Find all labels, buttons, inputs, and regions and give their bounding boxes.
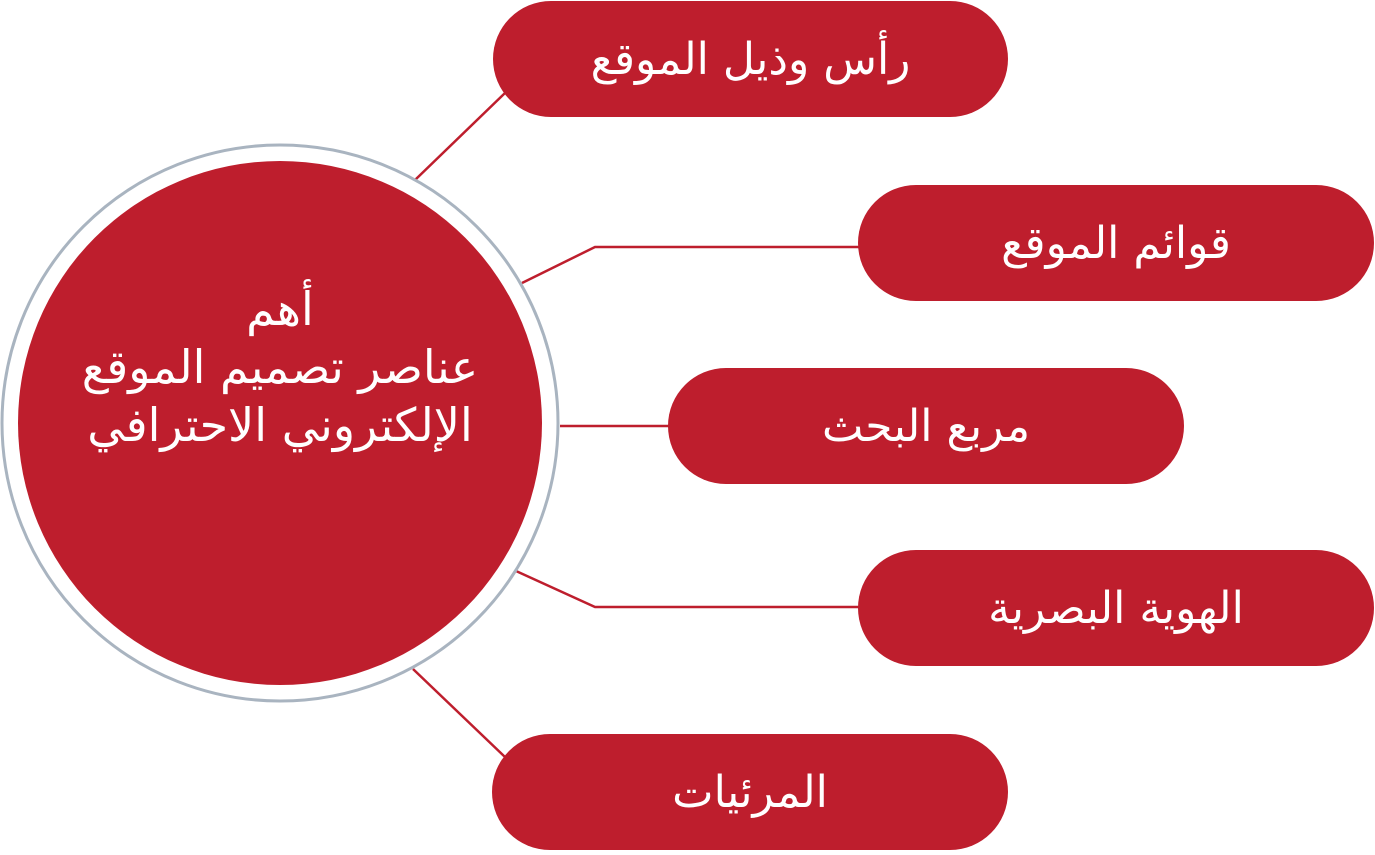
hub-title-line-2: عناصر تصميم الموقع xyxy=(81,340,479,394)
branch-visual-identity: الهوية البصرية xyxy=(858,550,1374,666)
branch-site-menus: قوائم الموقع xyxy=(858,185,1374,301)
branch-visuals: المرئيات xyxy=(492,734,1008,850)
branch-label: مربع البحث xyxy=(822,400,1031,452)
branch-search-box: مربع البحث xyxy=(668,368,1184,484)
hub-title: أهم عناصر تصميم الموقع الإلكتروني الاحتر… xyxy=(20,280,540,454)
branch-label: رأس وذيل الموقع xyxy=(590,33,911,85)
hub-title-line-1: أهم xyxy=(246,282,314,336)
connector-5 xyxy=(412,668,506,758)
connector-2 xyxy=(521,245,860,285)
branch-label: الهوية البصرية xyxy=(988,582,1244,634)
connector-4 xyxy=(515,569,860,609)
branch-label: المرئيات xyxy=(672,766,828,818)
hub-title-line-3: الإلكتروني الاحترافي xyxy=(87,398,473,452)
branch-label: قوائم الموقع xyxy=(1001,217,1231,269)
connector-1 xyxy=(414,92,506,181)
branch-header-footer: رأس وذيل الموقع xyxy=(493,1,1008,117)
hub-circle xyxy=(18,161,542,685)
